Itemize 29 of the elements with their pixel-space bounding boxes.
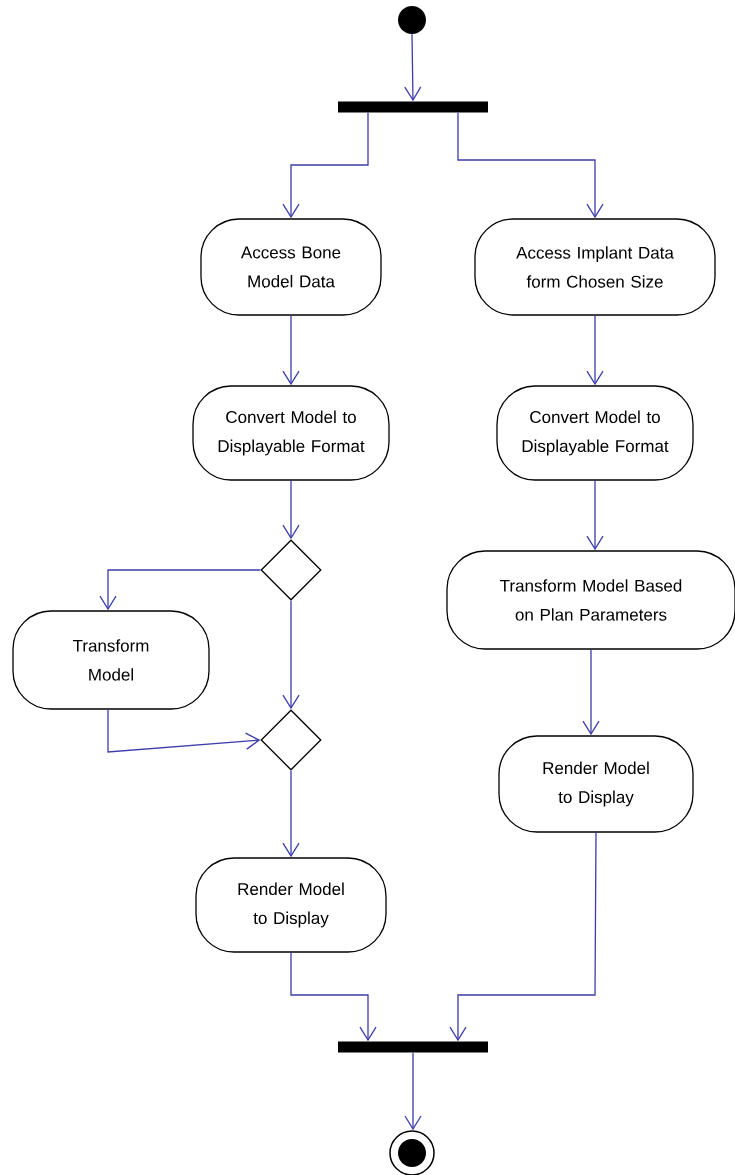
arrow <box>586 315 604 386</box>
arrow <box>282 480 300 540</box>
arrow <box>582 649 600 736</box>
decision-diamond <box>260 709 322 771</box>
decision-diamond <box>260 539 322 601</box>
activity-box: Access Bone Model Data <box>200 218 382 316</box>
arrow <box>282 770 300 858</box>
arrow <box>282 112 369 219</box>
activity-box: Transform Model <box>12 610 210 710</box>
start-node <box>398 6 426 34</box>
arrow <box>290 952 377 1042</box>
arrow <box>282 600 300 710</box>
activity-box: Render Model to Display <box>195 857 387 953</box>
sync-bar <box>338 101 488 113</box>
arrow <box>404 33 422 102</box>
activity-box: Render Model to Display <box>498 735 694 833</box>
arrow <box>457 112 604 219</box>
arrow <box>107 709 261 753</box>
arrow <box>99 569 261 611</box>
activity-box: Access Implant Data form Chosen Size <box>474 218 716 316</box>
arrow <box>282 315 300 386</box>
activity-box: Transform Model Based on Plan Parameters <box>446 550 735 650</box>
sync-bar <box>338 1041 488 1053</box>
activity-box: Convert Model to Displayable Format <box>192 385 390 481</box>
arrow <box>404 1052 422 1131</box>
arrow <box>586 480 604 551</box>
activity-box: Convert Model to Displayable Format <box>496 385 694 481</box>
end-node <box>389 1130 435 1175</box>
arrow <box>449 832 597 1042</box>
